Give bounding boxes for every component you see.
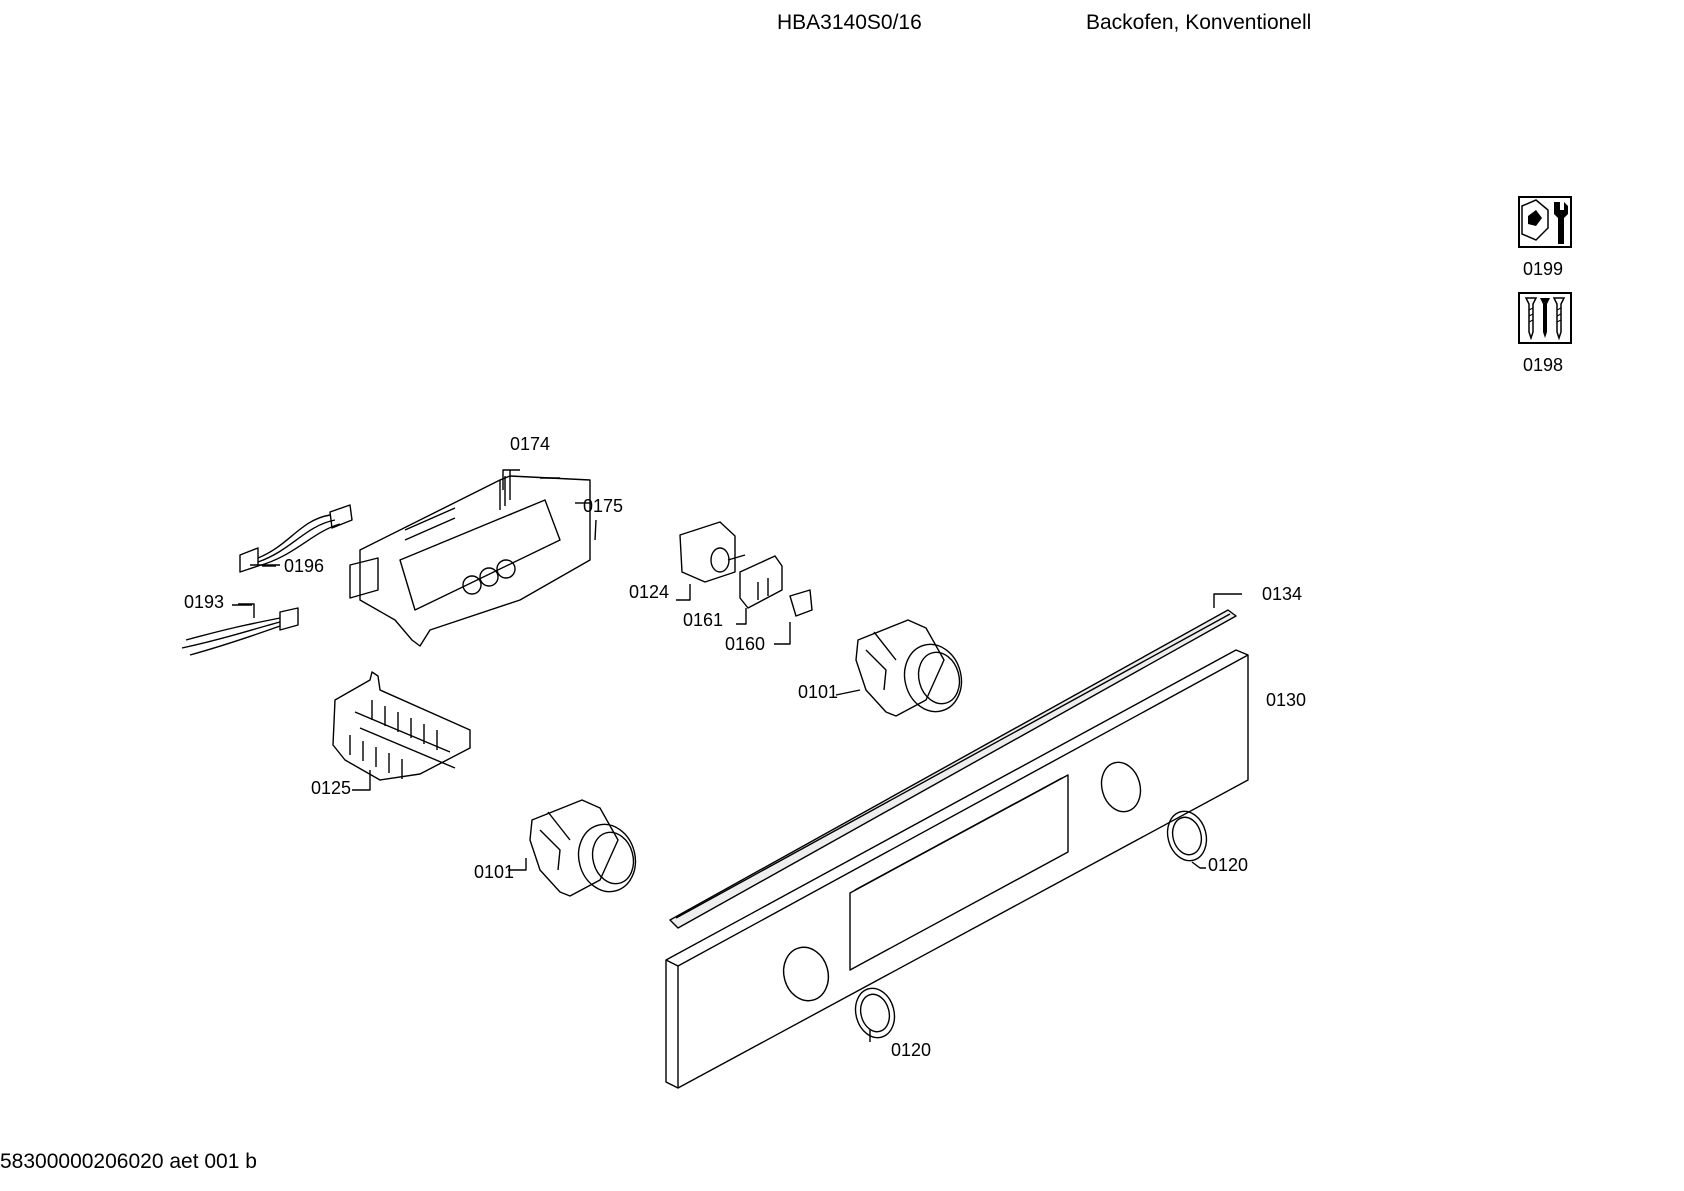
- appliance-description: Backofen, Konventionell: [1086, 11, 1312, 34]
- trim-strip-0134: [669, 593, 1242, 929]
- lamp-holder-0161: [736, 555, 783, 625]
- part-label-0193: 0193: [184, 592, 225, 612]
- part-label-0160: 0160: [725, 634, 766, 654]
- control-panel-0130: [665, 649, 1249, 1089]
- part-label-0134: 0134: [1262, 584, 1303, 604]
- wiring-harness-0196: [239, 504, 353, 573]
- control-knob-0101-a: [529, 799, 637, 897]
- screws-icon: [1518, 292, 1572, 344]
- knob-ring-0120-a: [854, 987, 896, 1039]
- model-number: HBA3140S0/16: [777, 11, 922, 34]
- signal-lamp-0160: [774, 589, 813, 645]
- thermostat-0124: [676, 521, 746, 601]
- selector-switch-0125: [332, 671, 471, 781]
- tools-icon-label: 0199: [1523, 259, 1564, 279]
- control-knob-0101-b: [855, 619, 963, 717]
- control-module-0175: [349, 470, 597, 647]
- part-label-0120-lower: 0120: [891, 1040, 932, 1060]
- part-label-0124: 0124: [629, 582, 670, 602]
- part-label-0101-lower: 0101: [474, 862, 515, 882]
- part-label-0196: 0196: [284, 556, 325, 576]
- part-label-0101-upper: 0101: [798, 682, 839, 702]
- screws-icon-label: 0198: [1523, 355, 1564, 375]
- wiring-harness-0193: [181, 603, 299, 656]
- knob-ring-0120-b: [1166, 810, 1208, 869]
- part-label-0120-right: 0120: [1208, 855, 1249, 875]
- part-label-0174: 0174: [510, 434, 551, 454]
- part-label-0175: 0175: [583, 496, 624, 516]
- part-label-0130: 0130: [1266, 690, 1307, 710]
- document-id: 58300000206020 aet 001 b: [0, 1150, 257, 1173]
- part-label-0161: 0161: [683, 610, 724, 630]
- tools-icon: [1518, 196, 1572, 248]
- part-label-0125: 0125: [311, 778, 352, 798]
